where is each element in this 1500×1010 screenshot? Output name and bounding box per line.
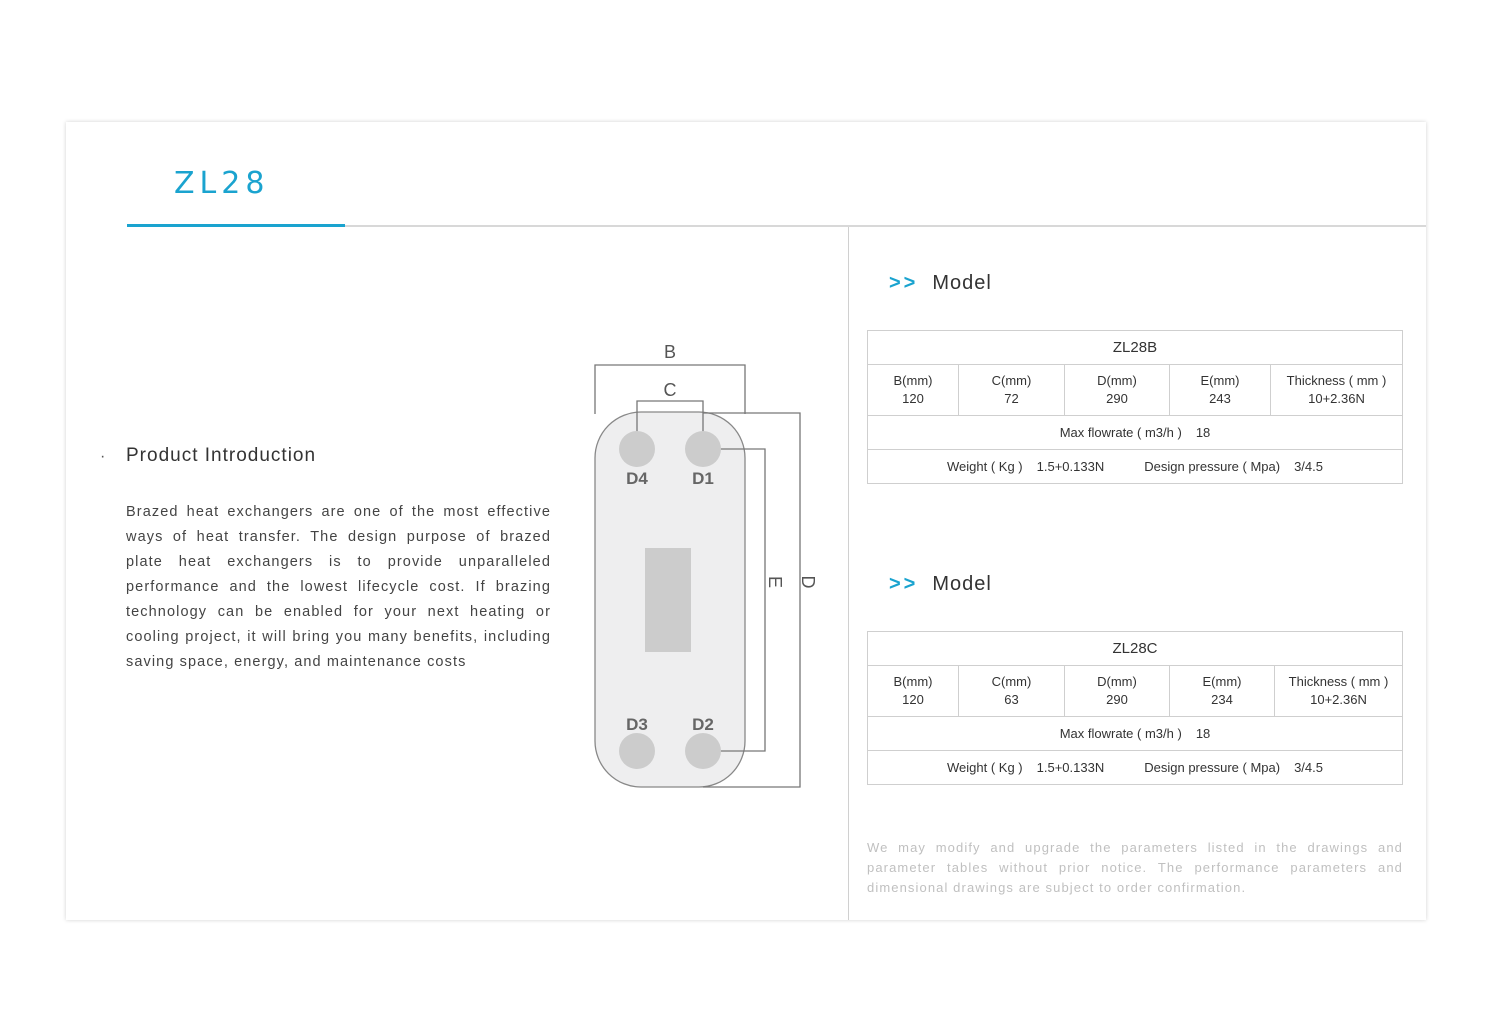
dimension-c-label: C	[664, 380, 677, 400]
port-d4-label: D4	[626, 469, 648, 488]
port-d3	[619, 733, 655, 769]
spec-cell-thickness: Thickness ( mm )10+2.36N	[1270, 364, 1403, 416]
intro-bullet: ·	[100, 448, 106, 465]
spec-cell-thickness: Thickness ( mm )10+2.36N	[1274, 665, 1403, 717]
intro-heading: Product Introduction	[126, 445, 317, 466]
header-divider	[127, 225, 1426, 227]
model-spec-table: ZL28B B(mm)120 C(mm)72 D(mm)290 E(mm)243…	[867, 330, 1403, 484]
model-section-label: Model	[932, 272, 992, 294]
double-chevron-icon: >>	[889, 573, 919, 595]
title-underline	[127, 224, 345, 227]
port-d4	[619, 431, 655, 467]
model-spec-table: ZL28C B(mm)120 C(mm)63 D(mm)290 E(mm)234…	[867, 631, 1403, 785]
model-name: ZL28C	[867, 631, 1403, 666]
spec-cell-e: E(mm)243	[1169, 364, 1271, 416]
spec-cell-b: B(mm)120	[867, 364, 959, 416]
dimension-b-line	[594, 364, 746, 414]
spec-cell-d: D(mm)290	[1064, 665, 1170, 717]
plate-center-window	[645, 548, 691, 652]
intro-body: Brazed heat exchangers are one of the mo…	[126, 504, 551, 670]
spec-cell-c: C(mm)72	[958, 364, 1065, 416]
dimension-b-label: B	[664, 342, 676, 362]
spec-cell-e: E(mm)234	[1169, 665, 1275, 717]
model-name: ZL28B	[867, 330, 1403, 365]
product-card: ZL28 · Product Introduction Brazed heat …	[66, 122, 1426, 920]
model-section-heading: >> Model	[889, 573, 992, 596]
dimension-d-line	[703, 412, 801, 788]
dimension-e-line	[703, 448, 766, 752]
plate-dimension-diagram: B C D E D4 D1 D3 D2	[594, 342, 818, 788]
spec-cell-d: D(mm)290	[1064, 364, 1170, 416]
port-d1-label: D1	[692, 469, 714, 488]
max-flowrate-row: Max flowrate ( m3/h )18	[867, 415, 1403, 450]
model-section-heading: >> Model	[889, 272, 992, 295]
column-divider	[848, 227, 849, 920]
spec-cell-b: B(mm)120	[867, 665, 959, 717]
port-d1	[685, 431, 721, 467]
port-d3-label: D3	[626, 715, 648, 734]
spec-cell-c: C(mm)63	[958, 665, 1065, 717]
port-d2-label: D2	[692, 715, 714, 734]
dimension-d-label: D	[798, 576, 818, 589]
port-d2	[685, 733, 721, 769]
disclaimer-notice: We may modify and upgrade the parameters…	[867, 840, 1403, 895]
max-flowrate-row: Max flowrate ( m3/h )18	[867, 716, 1403, 751]
double-chevron-icon: >>	[889, 272, 919, 294]
model-section-label: Model	[932, 573, 992, 595]
product-title: ZL28	[174, 166, 270, 201]
dimension-e-label: E	[765, 576, 785, 588]
dimension-c-line	[636, 400, 704, 449]
